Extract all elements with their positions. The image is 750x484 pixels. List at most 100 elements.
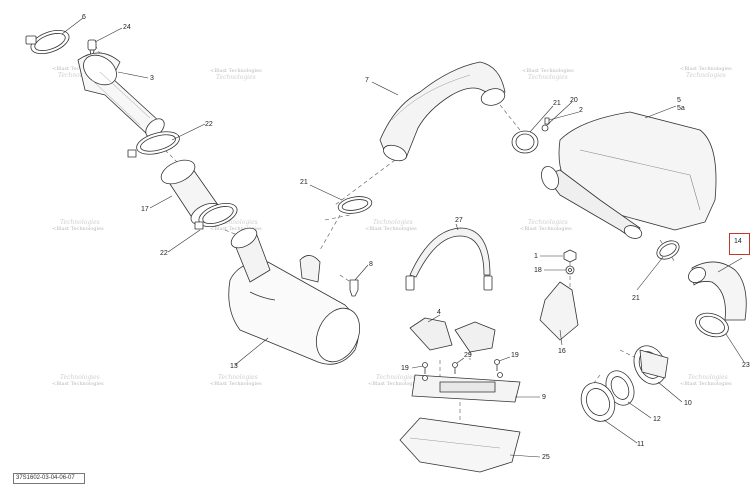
- svg-text:<Blast Technologies: <Blast Technologies: [52, 66, 104, 72]
- callout-24: 24: [123, 24, 131, 31]
- callout-4: 4: [437, 309, 441, 316]
- leader-line: [411, 365, 424, 369]
- callout-20: 20: [570, 97, 578, 104]
- callouts: 6 24 3 22 17 22 7 21 8 13 27 21 20 2 5 5…: [82, 14, 750, 461]
- clamp-part-6: [25, 29, 70, 55]
- callout-23: 23: [742, 362, 750, 369]
- callout-22: 22: [205, 121, 213, 128]
- callout-5: 5: [677, 97, 681, 104]
- callout-6: 6: [82, 14, 86, 21]
- svg-text:<Blast Technologies: <Blast Technologies: [365, 226, 417, 232]
- callout-11: 11: [637, 441, 644, 448]
- svg-text:Technologies: Technologies: [58, 72, 98, 79]
- leader-line: [456, 357, 465, 364]
- callout-21: 21: [632, 295, 640, 302]
- leader-line: [636, 256, 664, 291]
- leader-line: [546, 101, 573, 126]
- resonator-part-5: [541, 111, 717, 239]
- clamp-part-21: [656, 240, 680, 260]
- leader-line: [498, 356, 511, 362]
- heat-shield-part-25: [399, 417, 521, 473]
- callout-8: 8: [369, 261, 373, 268]
- leader-line: [149, 195, 173, 209]
- clamp-part-23: [695, 312, 729, 338]
- svg-text:Technologies: Technologies: [528, 74, 568, 81]
- leader-line: [234, 337, 269, 366]
- assembly-line: [619, 349, 641, 361]
- svg-text:<Blast Technologies: <Blast Technologies: [52, 226, 104, 232]
- callout-19: 19: [511, 352, 519, 359]
- svg-text:Technologies: Technologies: [216, 74, 256, 81]
- svg-text:<Blast Technologies: <Blast Technologies: [368, 381, 420, 387]
- leader-line: [427, 314, 441, 323]
- leader-line: [603, 419, 638, 444]
- svg-text:Technologies: Technologies: [686, 72, 726, 79]
- svg-text:Technologies: Technologies: [528, 219, 568, 226]
- leader-line: [167, 229, 201, 253]
- callout-12: 12: [653, 416, 661, 423]
- clamp-part-22: [194, 202, 238, 230]
- clamp-part-21: [337, 196, 373, 214]
- svg-text:<Blast Technologies: <Blast Technologies: [52, 381, 104, 387]
- callout-1: 1: [534, 253, 538, 260]
- bracket-part-4: [409, 317, 496, 353]
- svg-text:<Blast Technologies: <Blast Technologies: [522, 68, 574, 74]
- callout-27: 27: [455, 217, 463, 224]
- callout-2: 2: [579, 107, 583, 114]
- bracket-part-16: [539, 281, 579, 341]
- svg-text:<Blast Technologies: <Blast Technologies: [210, 381, 262, 387]
- callout-7: 7: [365, 77, 369, 84]
- callout-3: 3: [150, 75, 154, 82]
- screws-part-19-29: [422, 359, 503, 381]
- small-parts-21-20-2: [511, 117, 550, 154]
- svg-text:Technologies: Technologies: [376, 374, 416, 381]
- svg-text:Technologies: Technologies: [218, 374, 258, 381]
- leader-line: [117, 71, 149, 79]
- strap-part-27: [405, 227, 493, 291]
- assembly-line: [319, 214, 341, 251]
- svg-text:Technologies: Technologies: [218, 219, 258, 226]
- sleeve-part-10: [633, 345, 669, 385]
- svg-text:<Blast Technologies: <Blast Technologies: [210, 68, 262, 74]
- callout-25: 25: [542, 454, 550, 461]
- tailpipe-part-3: [77, 52, 165, 138]
- heat-plate-part-9: [411, 374, 521, 403]
- sensor-part-8: [349, 279, 359, 297]
- highlighted-callout-14[interactable]: 14: [729, 233, 750, 255]
- leader-line: [455, 223, 459, 231]
- assembly-line: [334, 159, 396, 206]
- elbow-part-15: [688, 261, 747, 321]
- leader-line: [171, 123, 206, 141]
- leader-line: [309, 184, 343, 201]
- leader-line: [725, 333, 745, 363]
- reference-code: 37S1602-03-04-06-07: [16, 475, 75, 481]
- svg-text:<Blast Technologies: <Blast Technologies: [520, 226, 572, 232]
- callout-16: 16: [558, 348, 566, 355]
- muffler-part-13: [228, 227, 361, 365]
- exhaust-pipe-part-7: [379, 61, 506, 162]
- svg-text:<Blast Technologies: <Blast Technologies: [210, 226, 262, 232]
- callout-9: 9: [542, 394, 546, 401]
- parts: [25, 29, 747, 473]
- leader-line: [61, 17, 84, 35]
- leader-line: [509, 454, 541, 458]
- callout-29: 29: [464, 352, 472, 359]
- leader-line: [94, 27, 123, 43]
- leader-line: [627, 401, 652, 419]
- svg-text:<Blast Technologies: <Blast Technologies: [680, 66, 732, 72]
- assembly-line: [659, 239, 676, 263]
- assembly-lines: [94, 44, 676, 420]
